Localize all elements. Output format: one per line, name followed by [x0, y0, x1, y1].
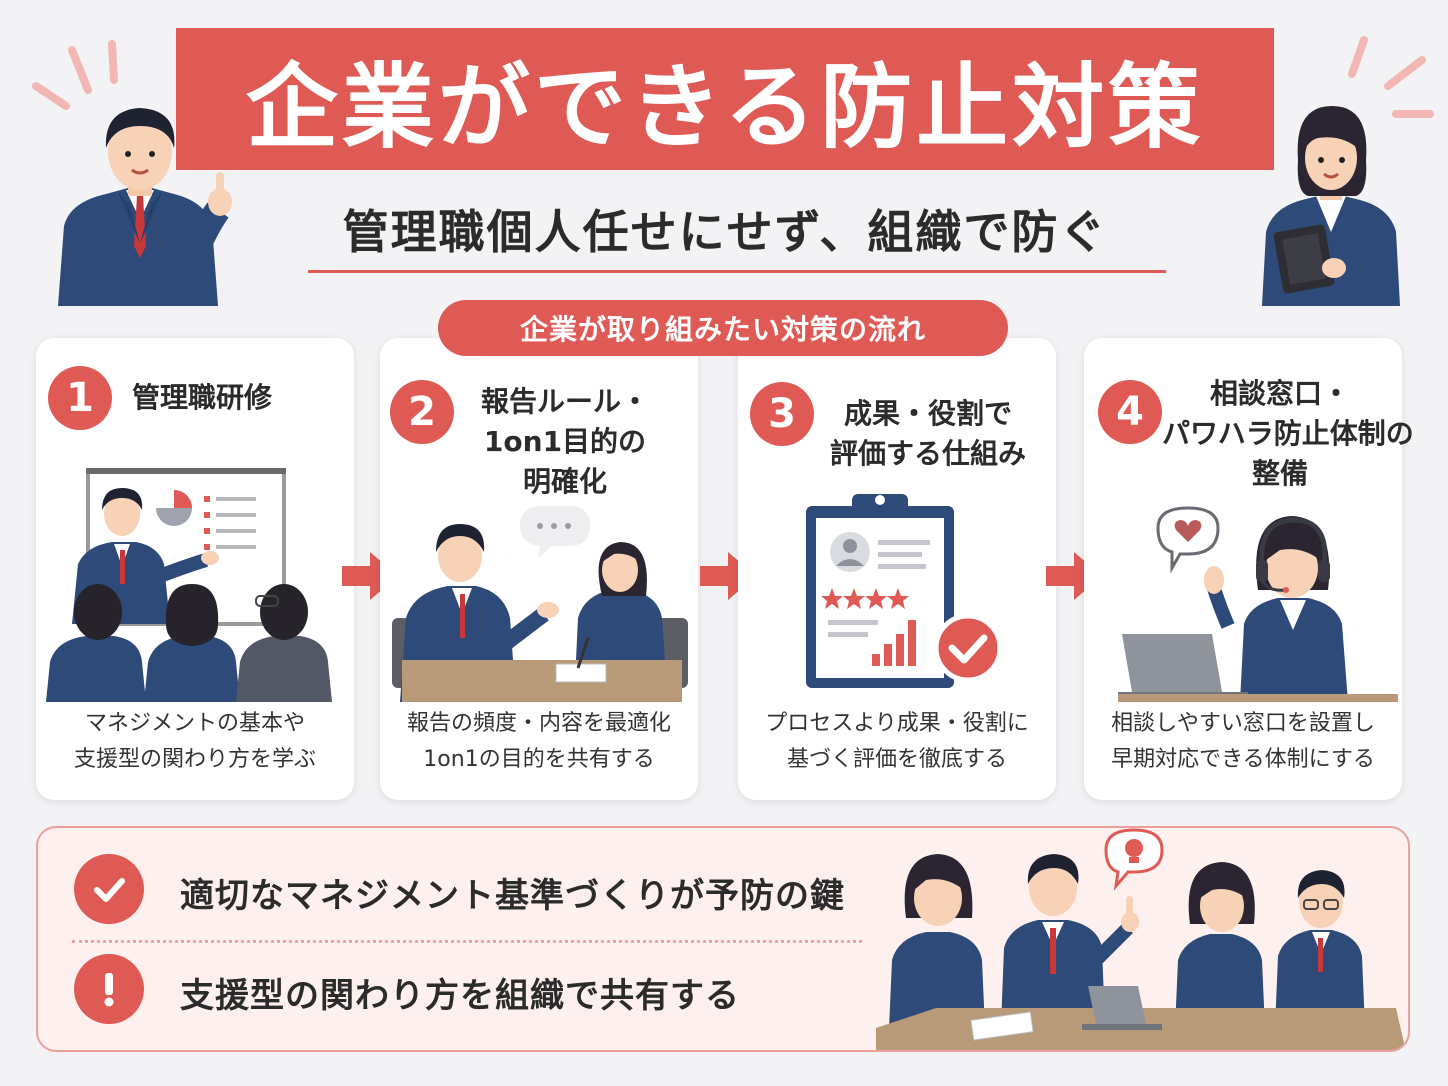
step-title-4: 相談窓口・ パワハラ防止体制の 整備 [1162, 374, 1414, 494]
step-desc-1-line-2: 支援型の関わり方を学ぶ [73, 747, 316, 772]
step-title-3-line-1: 成果・役割で [843, 397, 1012, 430]
step-desc-4-line-2: 早期対応できる体制にする [1111, 747, 1375, 772]
check-icon [74, 854, 144, 924]
training-seminar-illustration [46, 468, 332, 702]
team-meeting-illustration [876, 828, 1406, 1050]
step-title-3-line-2: 評価する仕組み [829, 437, 1026, 470]
step-title-3: 成果・役割で 評価する仕組み [818, 394, 1038, 474]
step-desc-1-line-1: マネジメントの基本や [84, 711, 305, 736]
flow-label: 企業が取り組みたい対策の流れ [519, 313, 926, 346]
step-title-2-line-1: 報告ルール・ [480, 385, 649, 418]
step-desc-3-line-1: プロセスより成果・役割に [765, 711, 1029, 736]
step-card-2: 2 報告ルール・ 1on1目的の 明確化 報告の頻度・内容を最適化 1on1の目… [380, 338, 698, 800]
step-desc-3: プロセスより成果・役割に 基づく評価を徹底する [738, 706, 1056, 778]
step-title-2: 報告ルール・ 1on1目的の 明確化 [470, 382, 660, 502]
businessman-pointing-illustration [58, 108, 232, 306]
step-desc-2-line-1: 報告の頻度・内容を最適化 [406, 711, 671, 736]
subtitle-underline [308, 270, 1166, 273]
key-points-panel: 適切なマネジメント基準づくりが予防の鍵 支援型の関わり方を組織で共有する [36, 826, 1410, 1052]
step-card-4: 4 相談窓口・ パワハラ防止体制の 整備 相談しやすい窓口を設置し 早期対応でき… [1084, 338, 1414, 800]
step-title-4-line-3: 整備 [1251, 457, 1308, 490]
sparkle-lines-left [32, 40, 118, 110]
step-title-2-line-3: 明確化 [522, 465, 607, 498]
step-card-3: 3 成果・役割で 評価する仕組み プロセスより成果・役割に 基づく評価を徹底する [738, 338, 1056, 800]
step-desc-4-line-1: 相談しやすい窓口を設置し [1111, 711, 1375, 736]
step-desc-3-line-2: 基づく評価を徹底する [786, 747, 1007, 772]
title-banner: 企業ができる防止対策 [176, 28, 1274, 170]
step-desc-4: 相談しやすい窓口を設置し 早期対応できる体制にする [1084, 706, 1402, 778]
step-desc-2-line-2: 1on1の目的を共有する [423, 747, 655, 772]
key-points-divider [72, 940, 862, 943]
key-point-2: 支援型の関わり方を組織で共有する [180, 976, 740, 1016]
evaluation-clipboard-illustration [806, 494, 1003, 688]
step-number-4: 4 [1098, 380, 1162, 444]
businesswoman-clipboard-illustration [1262, 106, 1400, 306]
step-title-1: 管理職研修 [132, 381, 273, 414]
consultation-desk-illustration [1118, 506, 1398, 702]
step-desc-1: マネジメントの基本や 支援型の関わり方を学ぶ [36, 706, 354, 778]
step-title-4-line-2: パワハラ防止体制の [1162, 417, 1414, 450]
flow-label-pill: 企業が取り組みたい対策の流れ [438, 300, 1008, 356]
step-card-1: 1 管理職研修 マネジメントの基本や 支援型の関わり方を学ぶ [36, 338, 354, 800]
key-point-1: 適切なマネジメント基準づくりが予防の鍵 [180, 876, 845, 916]
one-on-one-meeting-illustration [392, 506, 688, 702]
step-number-2: 2 [390, 380, 454, 444]
subtitle: 管理職個人任せにせず、組織で防ぐ [342, 205, 1108, 259]
page-title: 企業ができる防止対策 [245, 53, 1205, 161]
step-number-1: 1 [48, 366, 112, 430]
step-title-4-line-1: 相談窓口・ [1209, 377, 1350, 410]
step-desc-2: 報告の頻度・内容を最適化 1on1の目的を共有する [380, 706, 698, 778]
step-title-2-line-2: 1on1目的の [483, 425, 647, 458]
sparkle-lines-right [1348, 36, 1434, 118]
step-number-3: 3 [750, 382, 814, 446]
exclamation-icon [74, 954, 144, 1024]
